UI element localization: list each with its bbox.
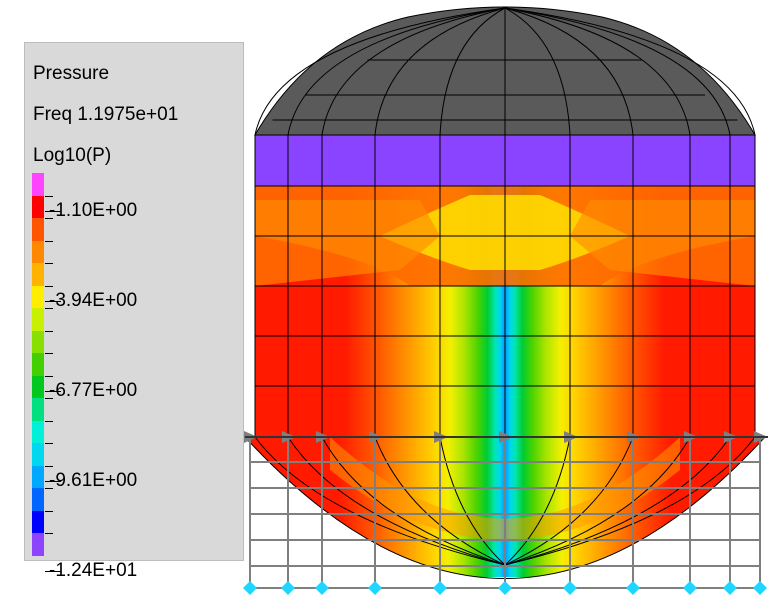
scale-tick xyxy=(45,465,53,467)
scale-label-tick xyxy=(45,300,61,302)
cap-meridian xyxy=(374,7,506,136)
scale-swatch xyxy=(32,308,44,331)
legend-panel: Pressure Freq 1.1975e+01 Log10(P) -1.10E… xyxy=(24,42,244,581)
cap-meridian xyxy=(287,7,506,136)
scale-label-tick xyxy=(45,210,61,212)
scale-swatch xyxy=(32,218,44,241)
scale-swatch xyxy=(32,398,44,421)
scale-swatch xyxy=(32,173,44,196)
support-node-icon xyxy=(626,581,640,595)
scale-tick xyxy=(45,420,53,422)
scale-tick xyxy=(45,285,53,287)
support-node-icon xyxy=(315,581,329,595)
cap-meridian xyxy=(254,7,506,136)
scale-swatch xyxy=(32,465,44,489)
scale-label-tick xyxy=(45,571,61,573)
support-node-icon xyxy=(563,581,577,595)
support-node-icon xyxy=(281,581,295,595)
legend-title: Pressure xyxy=(33,63,110,84)
scale-swatch xyxy=(32,510,44,534)
scale-label: -3.94E+00 xyxy=(49,289,138,311)
cap-meridian xyxy=(504,7,634,136)
scale-label: -1.24E+01 xyxy=(49,560,138,582)
cap-meridian xyxy=(321,7,506,136)
support-node-icon xyxy=(498,581,512,595)
bottom-meridian xyxy=(504,436,634,566)
scale-swatch xyxy=(32,353,44,376)
scale-swatch xyxy=(32,443,44,466)
cap-meridian xyxy=(504,7,731,136)
scale-tick xyxy=(45,488,53,490)
scale-tick xyxy=(45,375,53,377)
bottom-meridian xyxy=(439,436,506,566)
support-node-icon xyxy=(243,581,257,595)
cap-meridian xyxy=(439,7,506,136)
scale-tick xyxy=(45,353,53,355)
bottom-meridian xyxy=(374,436,506,566)
bottom-meridian xyxy=(504,436,571,566)
scale-label-tick xyxy=(45,481,61,483)
scale-swatch xyxy=(32,488,44,511)
legend-frequency: Freq 1.1975e+01 xyxy=(33,104,179,125)
scale-swatch xyxy=(32,330,44,354)
cap-meridian xyxy=(504,7,756,136)
cap-meridian xyxy=(504,7,571,136)
scale-label-tick xyxy=(45,391,61,393)
color-scale-bar xyxy=(32,173,44,556)
bottom-meridian xyxy=(321,436,506,566)
support-frame xyxy=(243,431,768,595)
scale-tick xyxy=(45,443,53,445)
scale-label: -6.77E+00 xyxy=(49,380,138,402)
bottom-meridian xyxy=(254,436,506,566)
support-node-icon xyxy=(368,581,382,595)
contour-orange-right xyxy=(570,200,755,286)
scale-swatch xyxy=(32,420,44,444)
bottom-meridian xyxy=(504,436,731,566)
scale-tick xyxy=(45,510,53,512)
scale-swatch xyxy=(32,285,44,309)
support-node-icon xyxy=(723,581,737,595)
support-node-icon xyxy=(753,581,767,595)
scale-tick xyxy=(45,398,53,400)
support-node-icon xyxy=(433,581,447,595)
scale-tick xyxy=(45,240,53,242)
legend-quantity: Log10(P) xyxy=(33,145,112,166)
scale-label: -9.61E+00 xyxy=(49,470,138,492)
scale-tick xyxy=(45,195,53,197)
cap-meridian xyxy=(504,7,691,136)
scale-tick xyxy=(45,533,53,535)
scale-label: -1.10E+00 xyxy=(49,199,138,221)
scale-swatch xyxy=(32,263,44,286)
scale-swatch xyxy=(32,533,44,556)
scale-tick xyxy=(45,218,53,220)
bottom-meridian xyxy=(504,436,691,566)
bottom-meridian xyxy=(504,436,756,566)
scale-tick xyxy=(45,308,53,310)
scale-tick xyxy=(45,263,53,265)
scale-swatch xyxy=(32,375,44,399)
scale-tick xyxy=(45,330,53,332)
scale-swatch xyxy=(32,195,44,219)
support-node-icon xyxy=(683,581,697,595)
scale-swatch xyxy=(32,240,44,264)
bottom-meridian xyxy=(287,436,506,566)
contour-orange-left xyxy=(255,200,440,286)
